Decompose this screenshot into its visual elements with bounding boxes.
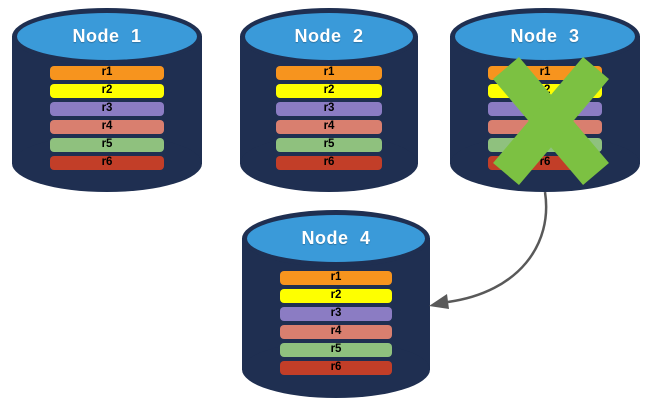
replica-row-r2: r2 [50,84,164,98]
replica-row-r2: r2 [279,289,393,303]
replica-row-r5: r5 [488,138,602,152]
replica-row-r2: r2 [275,84,383,98]
cylinder-top: Node 1 [12,8,202,65]
replica-row-r4: r4 [50,120,164,134]
replica-row-r5: r5 [50,138,164,152]
replica-rows: r1 r2 r3 r4 r5 r6 [488,66,602,170]
node-3-cylinder: Node 3 r1 r2 r3 r4 r5 r6 [450,8,640,192]
node-title: Node 1 [72,26,142,46]
replica-rows: r1 r2 r3 r4 r5 r6 [279,271,393,375]
node-title: Node 3 [510,26,580,46]
replica-row-r1: r1 [488,66,602,80]
replica-row-r4: r4 [275,120,383,134]
arrow-curve [447,191,548,304]
replica-row-r1: r1 [275,66,383,80]
replica-row-r2: r2 [488,84,602,98]
cylinder-top: Node 3 [450,8,640,65]
arrow-head [429,294,449,309]
replica-row-r6: r6 [488,156,602,170]
node-title: Node 2 [294,26,364,46]
replica-row-r3: r3 [275,102,383,116]
replica-row-r5: r5 [275,138,383,152]
replica-row-r4: r4 [279,325,393,339]
replica-row-r3: r3 [279,307,393,321]
node-4-cylinder: Node 4 r1 r2 r3 r4 r5 r6 [242,210,430,398]
replica-row-r6: r6 [50,156,164,170]
failover-arrow [429,191,548,309]
replica-row-r4: r4 [488,120,602,134]
replica-row-r3: r3 [488,102,602,116]
replica-row-r6: r6 [279,361,393,375]
node-2-cylinder: Node 2 r1 r2 r3 r4 r5 r6 [240,8,418,192]
cylinder-top: Node 2 [240,8,418,65]
replica-row-r1: r1 [50,66,164,80]
cylinder-top: Node 4 [242,210,430,267]
replica-row-r3: r3 [50,102,164,116]
replica-row-r1: r1 [279,271,393,285]
replica-row-r5: r5 [279,343,393,357]
replica-row-r6: r6 [275,156,383,170]
node-1-cylinder: Node 1 r1 r2 r3 r4 r5 r6 [12,8,202,192]
replica-rows: r1 r2 r3 r4 r5 r6 [275,66,383,170]
node-title: Node 4 [301,228,371,248]
replica-rows: r1 r2 r3 r4 r5 r6 [50,66,164,170]
